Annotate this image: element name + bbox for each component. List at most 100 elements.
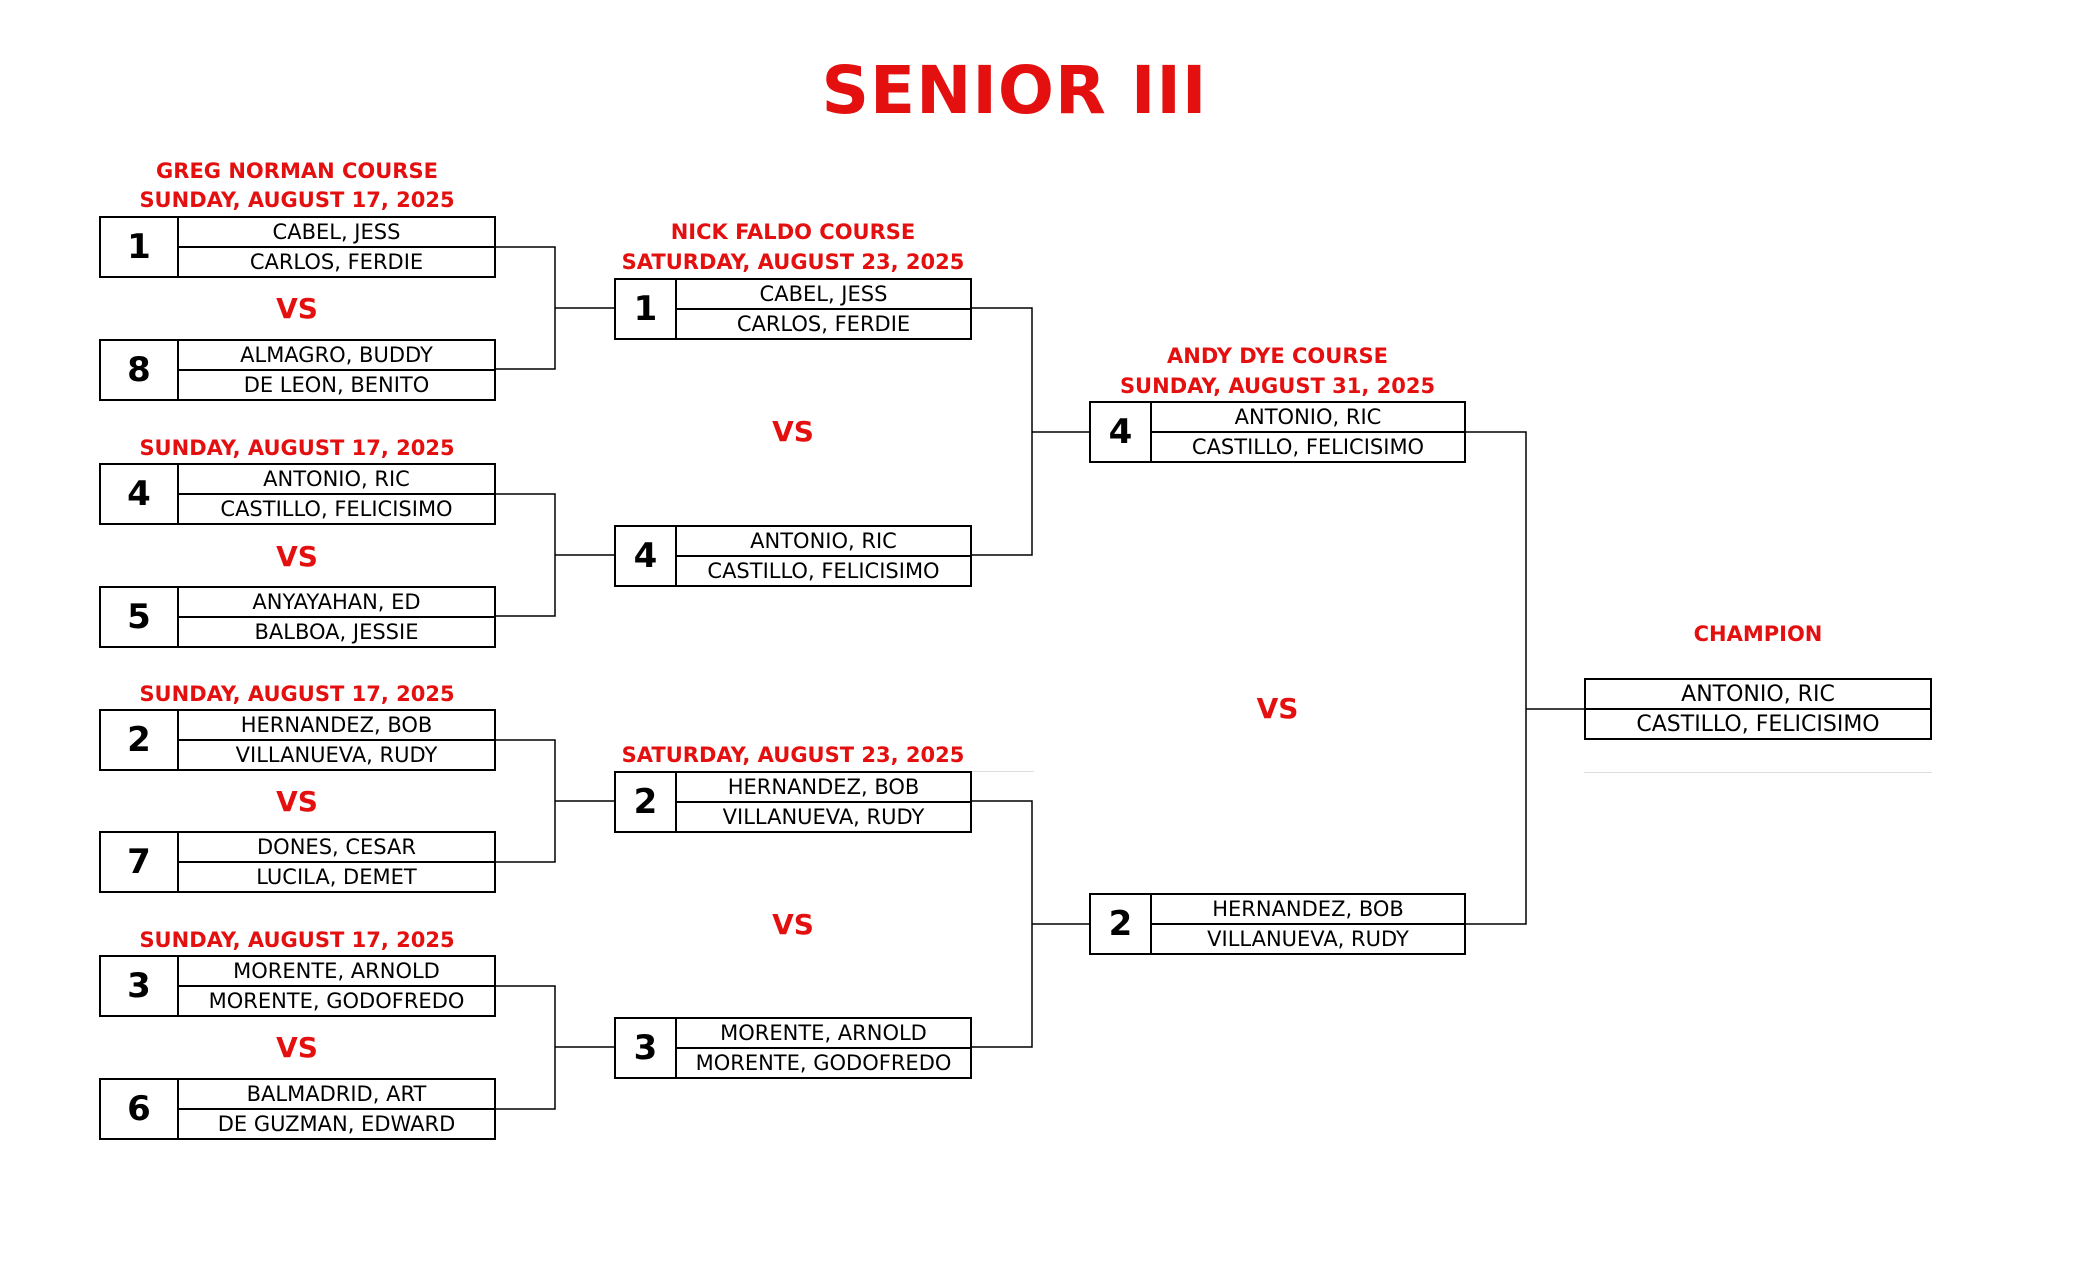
round3-date-label: SUNDAY, AUGUST 31, 2025 bbox=[1119, 374, 1436, 398]
seed-number: 2 bbox=[1091, 895, 1152, 953]
team-names: ANTONIO, RIC CASTILLO, FELICISIMO bbox=[677, 527, 970, 585]
seed-number: 6 bbox=[101, 1080, 179, 1138]
player-name: DE LEON, BENITO bbox=[243, 373, 430, 397]
team-names: CABEL, JESS CARLOS, FERDIE bbox=[179, 218, 494, 276]
match-date-label: SUNDAY, AUGUST 17, 2025 bbox=[139, 436, 455, 460]
vs-label: VS bbox=[276, 1031, 318, 1064]
team-names: MORENTE, ARNOLD MORENTE, GODOFREDO bbox=[179, 957, 494, 1015]
seed-number: 1 bbox=[101, 218, 179, 276]
player-name: MORENTE, ARNOLD bbox=[677, 1019, 970, 1049]
team-names: ALMAGRO, BUDDY DE LEON, BENITO bbox=[179, 341, 494, 399]
connector-r2-top bbox=[971, 307, 1033, 556]
seed-number: 3 bbox=[101, 957, 179, 1015]
player-name: VILLANUEVA, RUDY bbox=[722, 805, 925, 829]
seed-number: 7 bbox=[101, 833, 179, 891]
r1-entry-seed-5: 5 ANYAYAHAN, ED BALBOA, JESSIE bbox=[99, 586, 496, 648]
player-name: MORENTE, ARNOLD bbox=[179, 957, 494, 987]
vs-label: VS bbox=[276, 785, 318, 818]
team-names: BALMADRID, ART DE GUZMAN, EDWARD bbox=[179, 1080, 494, 1138]
connector-r1-g1 bbox=[495, 246, 556, 370]
r3-entry-seed-4: 4 ANTONIO, RIC CASTILLO, FELICISIMO bbox=[1089, 401, 1466, 463]
player-name: CABEL, JESS bbox=[179, 218, 494, 248]
r1-entry-seed-7: 7 DONES, CESAR LUCILA, DEMET bbox=[99, 831, 496, 893]
r2-entry-seed-3: 3 MORENTE, ARNOLD MORENTE, GODOFREDO bbox=[614, 1017, 972, 1079]
player-name: DE GUZMAN, EDWARD bbox=[217, 1112, 456, 1136]
player-name: CASTILLO, FELICISIMO bbox=[220, 497, 453, 521]
r1-entry-seed-1: 1 CABEL, JESS CARLOS, FERDIE bbox=[99, 216, 496, 278]
player-name: CASTILLO, FELICISIMO bbox=[707, 559, 940, 583]
player-name: MORENTE, GODOFREDO bbox=[695, 1051, 952, 1075]
player-name: CARLOS, FERDIE bbox=[736, 312, 911, 336]
seed-number: 8 bbox=[101, 341, 179, 399]
r2-entry-seed-4: 4 ANTONIO, RIC CASTILLO, FELICISIMO bbox=[614, 525, 972, 587]
connector-r1-g4 bbox=[495, 985, 556, 1110]
round1-date-label: SUNDAY, AUGUST 17, 2025 bbox=[139, 188, 455, 212]
champion-label: CHAMPION bbox=[1693, 622, 1823, 646]
connector-r1-g3 bbox=[495, 739, 556, 863]
seed-number: 5 bbox=[101, 588, 179, 646]
round2-course-label: NICK FALDO COURSE bbox=[670, 220, 916, 244]
match-date-label: SUNDAY, AUGUST 17, 2025 bbox=[139, 682, 455, 706]
player-name: ANTONIO, RIC bbox=[1586, 680, 1930, 710]
round2-date-label-2: SATURDAY, AUGUST 23, 2025 bbox=[621, 743, 965, 767]
r2-entry-seed-1: 1 CABEL, JESS CARLOS, FERDIE bbox=[614, 278, 972, 340]
seed-number: 4 bbox=[101, 465, 179, 523]
r1-entry-seed-8: 8 ALMAGRO, BUDDY DE LEON, BENITO bbox=[99, 339, 496, 401]
seed-number: 4 bbox=[616, 527, 677, 585]
seed-number: 2 bbox=[101, 711, 179, 769]
player-name: ANTONIO, RIC bbox=[1152, 403, 1464, 433]
player-name: CARLOS, FERDIE bbox=[249, 250, 424, 274]
player-name: DONES, CESAR bbox=[179, 833, 494, 863]
player-name: CABEL, JESS bbox=[677, 280, 970, 310]
match-date-label: SUNDAY, AUGUST 17, 2025 bbox=[139, 928, 455, 952]
r1-entry-seed-2: 2 HERNANDEZ, BOB VILLANUEVA, RUDY bbox=[99, 709, 496, 771]
player-name: BALBOA, JESSIE bbox=[254, 620, 419, 644]
team-names: HERNANDEZ, BOB VILLANUEVA, RUDY bbox=[677, 773, 970, 831]
seed-number: 3 bbox=[616, 1019, 677, 1077]
round2-date-label: SATURDAY, AUGUST 23, 2025 bbox=[621, 250, 965, 274]
player-name: HERNANDEZ, BOB bbox=[1152, 895, 1464, 925]
player-name: HERNANDEZ, BOB bbox=[677, 773, 970, 803]
player-name: VILLANUEVA, RUDY bbox=[1207, 927, 1409, 951]
r2-entry-seed-2: 2 HERNANDEZ, BOB VILLANUEVA, RUDY bbox=[614, 771, 972, 833]
team-names: ANTONIO, RIC CASTILLO, FELICISIMO bbox=[179, 465, 494, 523]
r1-entry-seed-6: 6 BALMADRID, ART DE GUZMAN, EDWARD bbox=[99, 1078, 496, 1140]
vs-label: VS bbox=[1256, 692, 1299, 725]
player-name: HERNANDEZ, BOB bbox=[179, 711, 494, 741]
team-names: DONES, CESAR LUCILA, DEMET bbox=[179, 833, 494, 891]
divider bbox=[1584, 772, 1932, 773]
player-name: BALMADRID, ART bbox=[179, 1080, 494, 1110]
player-name: ANTONIO, RIC bbox=[179, 465, 494, 495]
team-names: MORENTE, ARNOLD MORENTE, GODOFREDO bbox=[677, 1019, 970, 1077]
r1-entry-seed-3: 3 MORENTE, ARNOLD MORENTE, GODOFREDO bbox=[99, 955, 496, 1017]
player-name: VILLANUEVA, RUDY bbox=[235, 743, 438, 767]
champion-entry: ANTONIO, RIC CASTILLO, FELICISIMO bbox=[1584, 678, 1932, 740]
r1-entry-seed-4: 4 ANTONIO, RIC CASTILLO, FELICISIMO bbox=[99, 463, 496, 525]
r3-entry-seed-2: 2 HERNANDEZ, BOB VILLANUEVA, RUDY bbox=[1089, 893, 1466, 955]
vs-label: VS bbox=[276, 540, 318, 573]
round3-course-label: ANDY DYE COURSE bbox=[1167, 344, 1388, 368]
connector-r1-g2 bbox=[495, 493, 556, 617]
vs-label: VS bbox=[772, 908, 814, 941]
connector-r2-bottom bbox=[971, 800, 1033, 1048]
player-name: CASTILLO, FELICISIMO bbox=[1636, 711, 1880, 737]
team-names: HERNANDEZ, BOB VILLANUEVA, RUDY bbox=[1152, 895, 1464, 953]
connector-r3 bbox=[1465, 431, 1527, 925]
player-name: ANYAYAHAN, ED bbox=[179, 588, 494, 618]
vs-label: VS bbox=[276, 292, 318, 325]
vs-label: VS bbox=[772, 415, 814, 448]
player-name: LUCILA, DEMET bbox=[256, 865, 417, 889]
team-names: HERNANDEZ, BOB VILLANUEVA, RUDY bbox=[179, 711, 494, 769]
team-names: ANYAYAHAN, ED BALBOA, JESSIE bbox=[179, 588, 494, 646]
seed-number: 4 bbox=[1091, 403, 1152, 461]
seed-number: 2 bbox=[616, 773, 677, 831]
team-names: CABEL, JESS CARLOS, FERDIE bbox=[677, 280, 970, 338]
bracket-title: SENIOR III bbox=[821, 52, 1208, 129]
round1-course-label: GREG NORMAN COURSE bbox=[156, 159, 438, 183]
seed-number: 1 bbox=[616, 280, 677, 338]
team-names: ANTONIO, RIC CASTILLO, FELICISIMO bbox=[1152, 403, 1464, 461]
player-name: ALMAGRO, BUDDY bbox=[179, 341, 494, 371]
player-name: CASTILLO, FELICISIMO bbox=[1191, 435, 1425, 459]
player-name: ANTONIO, RIC bbox=[677, 527, 970, 557]
